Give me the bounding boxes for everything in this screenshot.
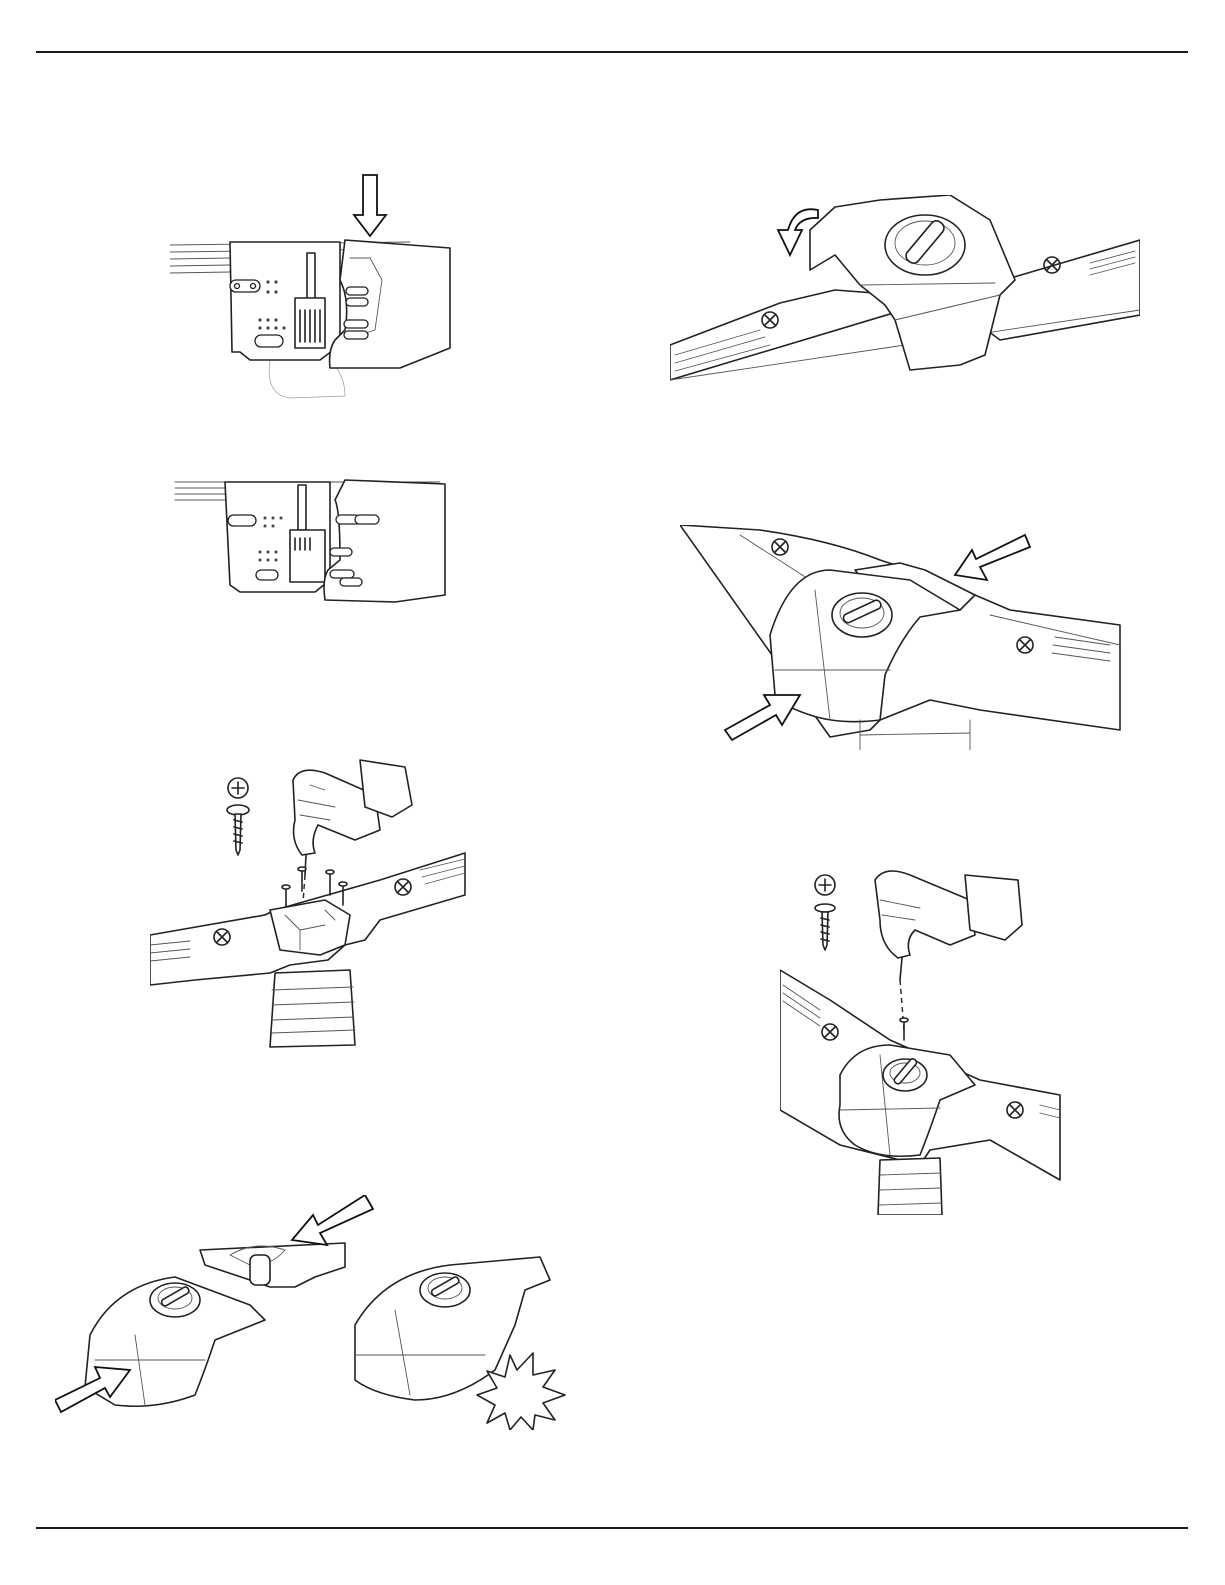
drill-icon — [875, 871, 1022, 980]
figure-step-2 — [170, 470, 450, 610]
drill-icon — [293, 760, 412, 875]
arrow-diagonal-icon — [292, 1195, 373, 1245]
footer-rule — [36, 1527, 1188, 1529]
screw-icon — [227, 805, 249, 855]
arrow-down-icon — [354, 175, 386, 236]
arrow-diagonal-icon — [725, 695, 800, 740]
figure-step-6 — [680, 525, 1125, 750]
figure-step-3 — [150, 745, 470, 1050]
header-rule — [36, 51, 1188, 53]
arrow-diagonal-icon — [955, 535, 1030, 580]
screw-icon — [815, 904, 835, 950]
figure-step-4 — [55, 1195, 575, 1430]
figure-step-5 — [670, 195, 1140, 385]
figure-step-1 — [170, 170, 455, 405]
figure-step-7 — [780, 860, 1065, 1215]
